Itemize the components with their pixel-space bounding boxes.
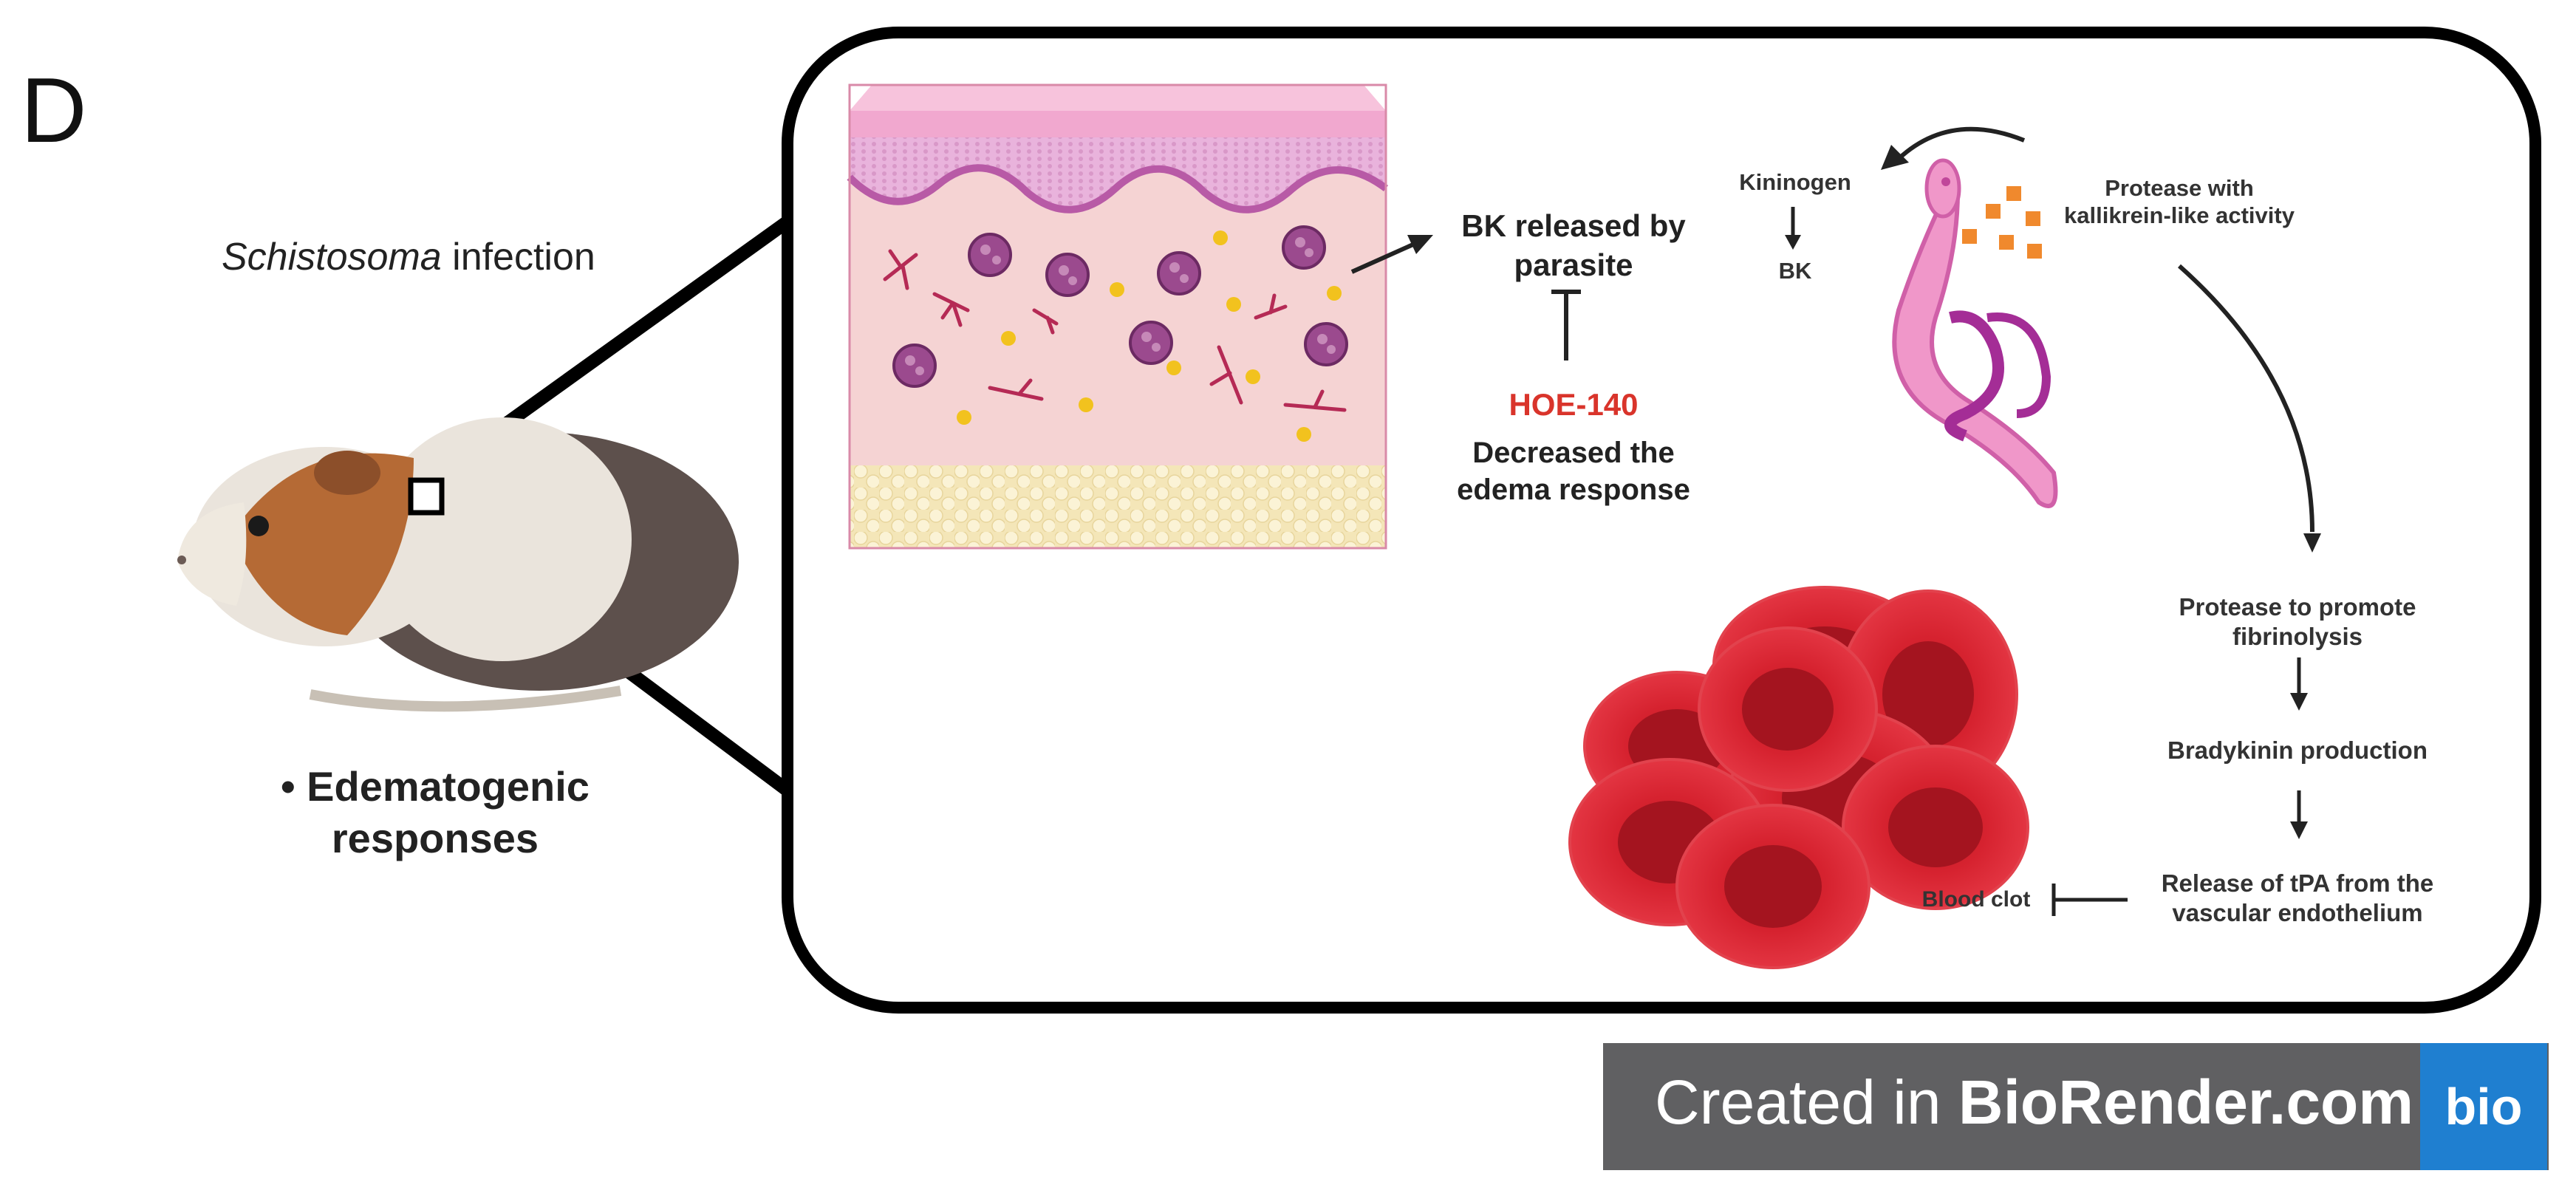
bk-label: BK	[1778, 258, 1812, 284]
watermark-prefix: Created in	[1655, 1067, 1958, 1137]
arrow-icon	[2290, 657, 2308, 711]
arrow-icon	[2178, 264, 2321, 553]
zoom-box	[408, 477, 445, 516]
schistosoma-worm-icon	[1892, 158, 2058, 508]
decreased-line1: Decreased the	[1472, 437, 1675, 469]
skin-tissue-icon	[847, 83, 1389, 550]
inhibitor-label: HOE-140	[1509, 387, 1639, 422]
panel-letter: D	[21, 60, 87, 162]
bk-released-line2: parasite	[1514, 247, 1633, 282]
watermark-banner	[1603, 1043, 2549, 1170]
edematogenic-line1: • Edematogenic	[281, 763, 590, 810]
release-line2: vascular endothelium	[2172, 898, 2423, 926]
promote-line1: Protease to promote	[2179, 593, 2416, 621]
protease-label: Protease with kallikrein-like activity	[2039, 174, 2320, 229]
biorender-logo-icon: bio	[2420, 1043, 2547, 1170]
arrow-icon	[1881, 126, 2026, 170]
edematogenic-label: • Edematogenic responses	[281, 761, 590, 864]
bk-released-line1: BK released by	[1461, 208, 1686, 243]
red-blood-cells-icon	[1568, 586, 2029, 969]
decreased-line2: edema response	[1457, 474, 1690, 506]
infection-label: Schistosoma infection	[222, 235, 595, 279]
bk-released-label: BK released by parasite	[1448, 207, 1699, 284]
protease-particles-icon	[1962, 186, 2042, 259]
tpa-release-label: Release of tPA from the vascular endothe…	[2120, 869, 2475, 927]
infection-rest: infection	[441, 236, 595, 279]
guinea-pig-icon	[177, 417, 739, 712]
watermark-text: Created in BioRender.com	[1655, 1067, 2413, 1138]
blood-clot-label: Blood clot	[1921, 887, 2031, 912]
inhibition-bar-icon	[2051, 884, 2128, 916]
decreased-edema-label: Decreased the edema response	[1426, 434, 1721, 508]
release-line1: Release of tPA from the	[2161, 869, 2434, 897]
promote-line2: fibrinolysis	[2232, 622, 2363, 650]
bradykinin-label: Bradykinin production	[2167, 737, 2428, 764]
arrow-icon	[2290, 790, 2308, 839]
edematogenic-line2: responses	[331, 815, 539, 861]
arrow-icon	[1350, 235, 1433, 274]
infection-italic: Schistosoma	[222, 236, 442, 279]
fibrinolysis-label: Protease to promote fibrinolysis	[2135, 592, 2460, 651]
protease-line1: Protease with	[2105, 175, 2254, 201]
kininogen-label: Kininogen	[1739, 169, 1851, 195]
arrow-icon	[1785, 207, 1801, 250]
inhibition-bar-icon	[1551, 290, 1581, 360]
watermark-brand: BioRender.com	[1958, 1067, 2414, 1137]
protease-line2: kallikrein-like activity	[2064, 202, 2295, 229]
